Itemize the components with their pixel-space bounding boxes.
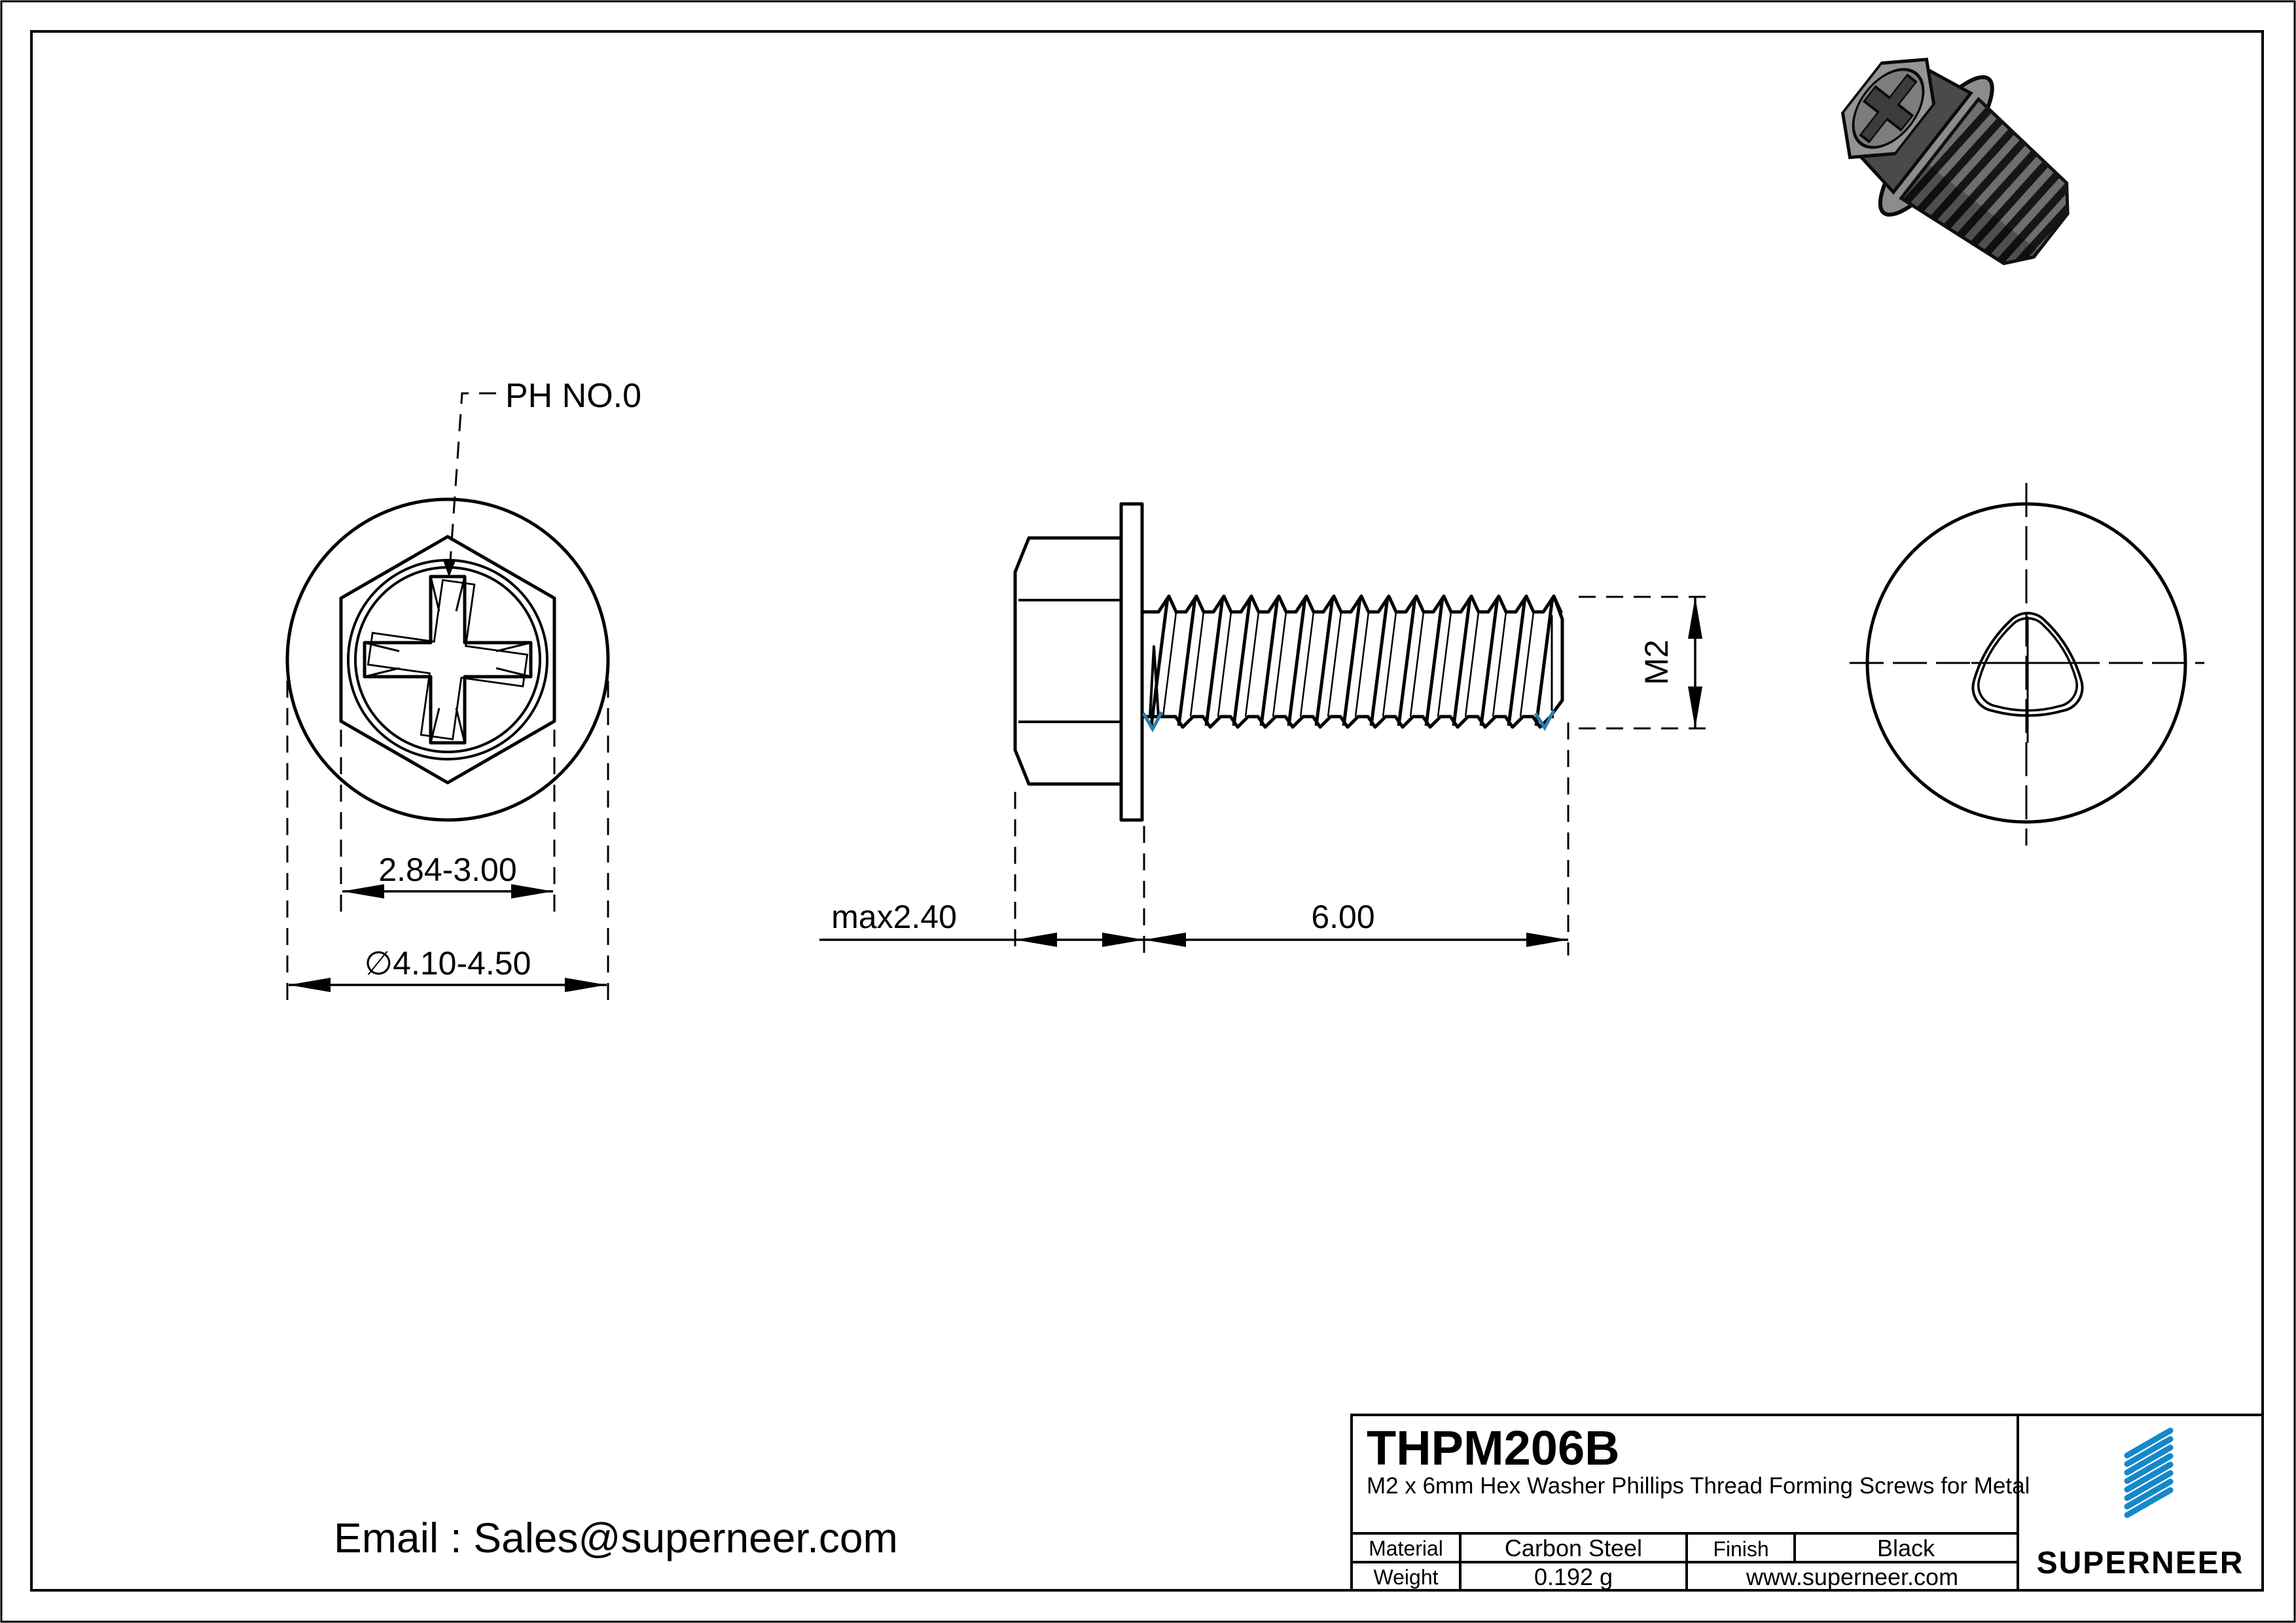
weight-label: Weight xyxy=(1373,1565,1438,1589)
arrowhead xyxy=(511,884,553,899)
end-view xyxy=(1850,483,2204,846)
arrowhead xyxy=(1526,933,1568,947)
contact-email: Email : Sales@superneer.com xyxy=(334,1514,898,1561)
hex-af-dim-text: 2.84-3.00 xyxy=(378,851,516,888)
hex-outline xyxy=(339,535,556,785)
washer-outline-circle xyxy=(285,497,610,822)
recess-circle-inner xyxy=(354,566,541,753)
arrowhead xyxy=(1102,933,1144,947)
phillips-recess-bottom xyxy=(367,579,529,741)
trilobe-inner xyxy=(1977,617,2079,712)
screw-tip xyxy=(1549,594,1564,717)
phillips-flares xyxy=(364,576,531,743)
finish-value: Black xyxy=(1877,1535,1935,1561)
material-value: Carbon Steel xyxy=(1505,1535,1642,1561)
phillips-cross-outline xyxy=(363,575,533,745)
side-view: M2 max2.40 6.00 xyxy=(819,502,1706,955)
thread-size-dim-text: M2 xyxy=(1638,639,1675,685)
superneer-logo-icon xyxy=(2124,1427,2174,1518)
website-link[interactable]: www.superneer.com xyxy=(1746,1563,1958,1590)
thread-profile xyxy=(1142,594,1563,729)
thread-runout xyxy=(1149,645,1160,717)
front-view: PH NO.0 2.84-3.00 ∅4.10-4.50 xyxy=(285,377,641,1005)
thread-root-mark-left xyxy=(1141,711,1164,733)
brand-name: SUPERNEER xyxy=(2037,1546,2244,1580)
finish-label: Finish xyxy=(1713,1537,1768,1561)
arrowhead xyxy=(1688,597,1702,639)
part-number: THPM206B xyxy=(1367,1421,1620,1475)
weight-value: 0.192 g xyxy=(1534,1563,1613,1590)
ph-leader-line xyxy=(448,392,496,571)
title-block: THPM206B M2 x 6mm Hex Washer Phillips Th… xyxy=(1350,1414,2264,1592)
title-block-border xyxy=(1350,1414,2264,1592)
arrowhead xyxy=(342,884,384,899)
trilobe-outer xyxy=(1971,611,2084,717)
thread-root-mark-right xyxy=(1534,709,1556,731)
arrowhead xyxy=(565,978,607,992)
ph-leader-arrow xyxy=(443,560,456,577)
arrowhead xyxy=(1144,933,1186,947)
arrowhead xyxy=(1015,933,1057,947)
inner-frame xyxy=(30,30,2264,1592)
render-phillips-cross xyxy=(1859,73,1918,144)
screw-3d-render xyxy=(1840,58,2089,285)
head-height-dim-text: max2.40 xyxy=(831,899,957,935)
head-profile xyxy=(1013,536,1123,786)
render-threads xyxy=(1901,103,2089,285)
material-label: Material xyxy=(1369,1537,1443,1560)
arrowhead xyxy=(1688,687,1702,728)
washer-flange xyxy=(1119,502,1144,822)
thread-length-dim-text: 6.00 xyxy=(1311,899,1374,935)
washer-dia-dim-text: ∅4.10-4.50 xyxy=(365,945,531,982)
part-description: M2 x 6mm Hex Washer Phillips Thread Form… xyxy=(1367,1473,2030,1499)
recess-circle-outer xyxy=(347,559,548,760)
ph-size-label: PH NO.0 xyxy=(505,377,641,415)
arrowhead xyxy=(289,978,331,992)
